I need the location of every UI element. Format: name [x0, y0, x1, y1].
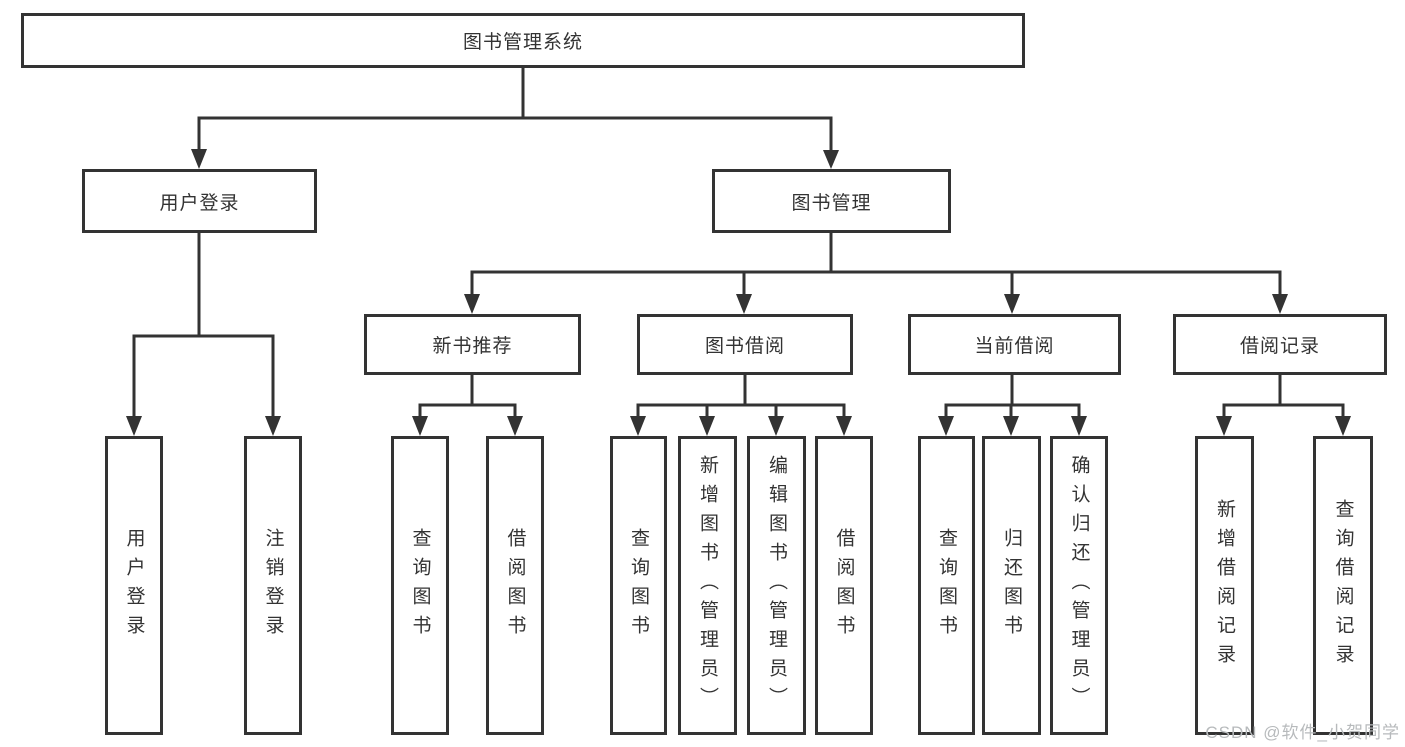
leaf-label: 注销登录	[262, 527, 284, 644]
leaf-add-books-admin: 新增图书（管理员）	[678, 436, 737, 735]
node-borrowing-records: 借阅记录	[1173, 314, 1387, 375]
leaf-label: 确认归还（管理员）	[1068, 455, 1090, 716]
leaf-edit-books-admin: 编辑图书（管理员）	[747, 436, 806, 735]
node-label: 新书推荐	[432, 336, 513, 357]
leaf-label: 借阅图书	[504, 527, 526, 644]
leaf-logout: 注销登录	[244, 436, 302, 735]
leaf-label: 查询图书	[628, 527, 649, 644]
node-label: 图书管理	[791, 192, 872, 214]
node-label: 借阅记录	[1239, 336, 1320, 357]
node-book-management: 图书管理	[712, 169, 951, 233]
leaf-label: 查询图书	[936, 527, 957, 644]
leaf-label: 借阅图书	[833, 527, 855, 644]
node-book-borrowing: 图书借阅	[637, 314, 853, 375]
node-label: 图书管理系统	[462, 32, 583, 53]
leaf-user-login: 用户登录	[105, 436, 163, 735]
leaf-add-borrow-record: 新增借阅记录	[1195, 436, 1254, 735]
leaf-borrow-books-recommend: 借阅图书	[486, 436, 544, 735]
leaf-query-books-current: 查询图书	[918, 436, 975, 735]
node-label: 用户登录	[159, 192, 240, 214]
csdn-watermark: CSDN @软件_小贺同学	[1205, 723, 1400, 742]
leaf-query-borrow-record: 查询借阅记录	[1313, 436, 1373, 735]
node-label: 当前借阅	[974, 336, 1055, 357]
leaf-query-books-recommend: 查询图书	[391, 436, 449, 735]
leaf-confirm-return-admin: 确认归还（管理员）	[1050, 436, 1108, 735]
leaf-label: 查询图书	[409, 527, 431, 644]
leaf-return-books: 归还图书	[982, 436, 1041, 735]
leaf-query-books-borrow: 查询图书	[610, 436, 667, 735]
leaf-label: 编辑图书（管理员）	[766, 455, 787, 716]
leaf-label: 查询借阅记录	[1332, 498, 1354, 673]
node-label: 图书借阅	[704, 336, 785, 357]
leaf-label: 新增借阅记录	[1214, 498, 1235, 673]
node-user-login: 用户登录	[82, 169, 317, 233]
leaf-label: 新增图书（管理员）	[697, 455, 718, 716]
leaf-label: 归还图书	[1001, 527, 1022, 644]
leaf-borrow-books-borrow: 借阅图书	[815, 436, 873, 735]
node-library-management-system: 图书管理系统	[21, 13, 1025, 68]
node-new-book-recommendation: 新书推荐	[364, 314, 581, 375]
node-current-borrowing: 当前借阅	[908, 314, 1121, 375]
leaf-label: 用户登录	[123, 527, 145, 644]
